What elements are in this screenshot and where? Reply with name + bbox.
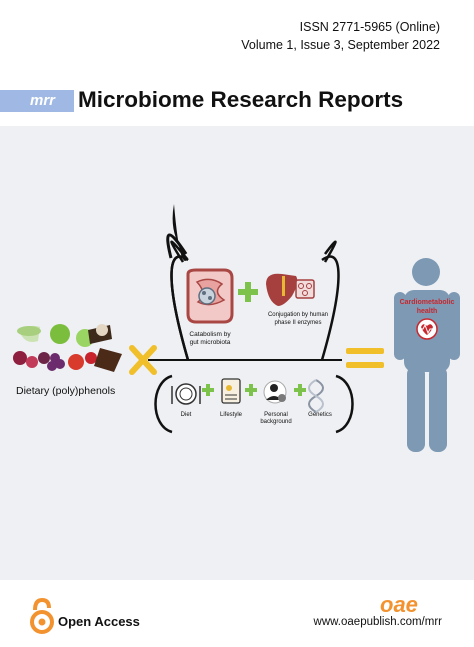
heart-icon xyxy=(416,318,438,340)
issn-text: ISSN 2771-5965 (Online) xyxy=(299,20,440,34)
diet-icon xyxy=(171,383,201,405)
publisher-url[interactable]: www.oaepublish.com/mrr xyxy=(313,616,442,628)
oae-logo-icon: oae xyxy=(380,592,418,617)
cover-figure: Catabolism by gut microbiota Conjugation… xyxy=(13,204,460,452)
lower-left-arc xyxy=(154,374,173,434)
journal-titlebar: mrr Microbiome Research Reports xyxy=(0,86,474,116)
polyphenol-foods-icon xyxy=(13,324,122,372)
human-figure-icon xyxy=(394,258,460,452)
factor-diet: Diet xyxy=(181,412,192,418)
plus-icon-upper xyxy=(238,282,258,302)
open-access: Open Access xyxy=(30,597,140,639)
publisher-logo: oae xyxy=(380,592,440,621)
volume-text: Volume 1, Issue 3, September 2022 xyxy=(241,38,440,52)
catabolism-line1: Catabolism by xyxy=(189,331,231,338)
plus-icon-personal xyxy=(294,384,306,396)
factor-lifestyle: Lifestyle xyxy=(220,412,243,418)
open-access-icon xyxy=(30,597,54,634)
factor-background: background xyxy=(260,419,291,425)
title-stripe xyxy=(0,90,74,112)
cell-icon xyxy=(295,279,315,299)
upper-right-arc xyxy=(320,255,340,361)
lower-right-arc xyxy=(335,374,354,434)
liver-icon xyxy=(266,273,298,306)
lifestyle-icon xyxy=(221,378,241,404)
gut-icon xyxy=(186,268,234,324)
upper-left-arc xyxy=(166,233,188,259)
conjugation-line1: Conjugation by human xyxy=(268,312,328,318)
dna-icon xyxy=(308,379,324,413)
journal-title: Microbiome Research Reports xyxy=(78,87,404,112)
issue-info: ISSN 2771-5965 (Online) Volume 1, Issue … xyxy=(241,18,440,54)
plus-icon-diet xyxy=(202,384,214,396)
outcome-line1: Cardiometabolic xyxy=(400,299,455,306)
plus-icon-lifestyle xyxy=(245,384,257,396)
food-label: Dietary (poly)phenols xyxy=(16,385,115,397)
factor-personal: Personal xyxy=(264,412,288,418)
conjugation-line2: phase II enzymes xyxy=(274,320,321,326)
journal-abbr: mrr xyxy=(30,92,56,109)
catabolism-line2: gut microbiota xyxy=(190,339,231,346)
equals-icon xyxy=(346,348,384,368)
cover-figure-panel: Catabolism by gut microbiota Conjugation… xyxy=(0,126,474,580)
cross-icon xyxy=(129,345,157,375)
factor-genetics: Genetics xyxy=(308,412,332,418)
person-icon xyxy=(263,380,287,404)
open-access-label: Open Access xyxy=(58,614,140,629)
oae-logo-text: oae xyxy=(380,594,418,616)
outcome-line2: health xyxy=(417,308,438,315)
